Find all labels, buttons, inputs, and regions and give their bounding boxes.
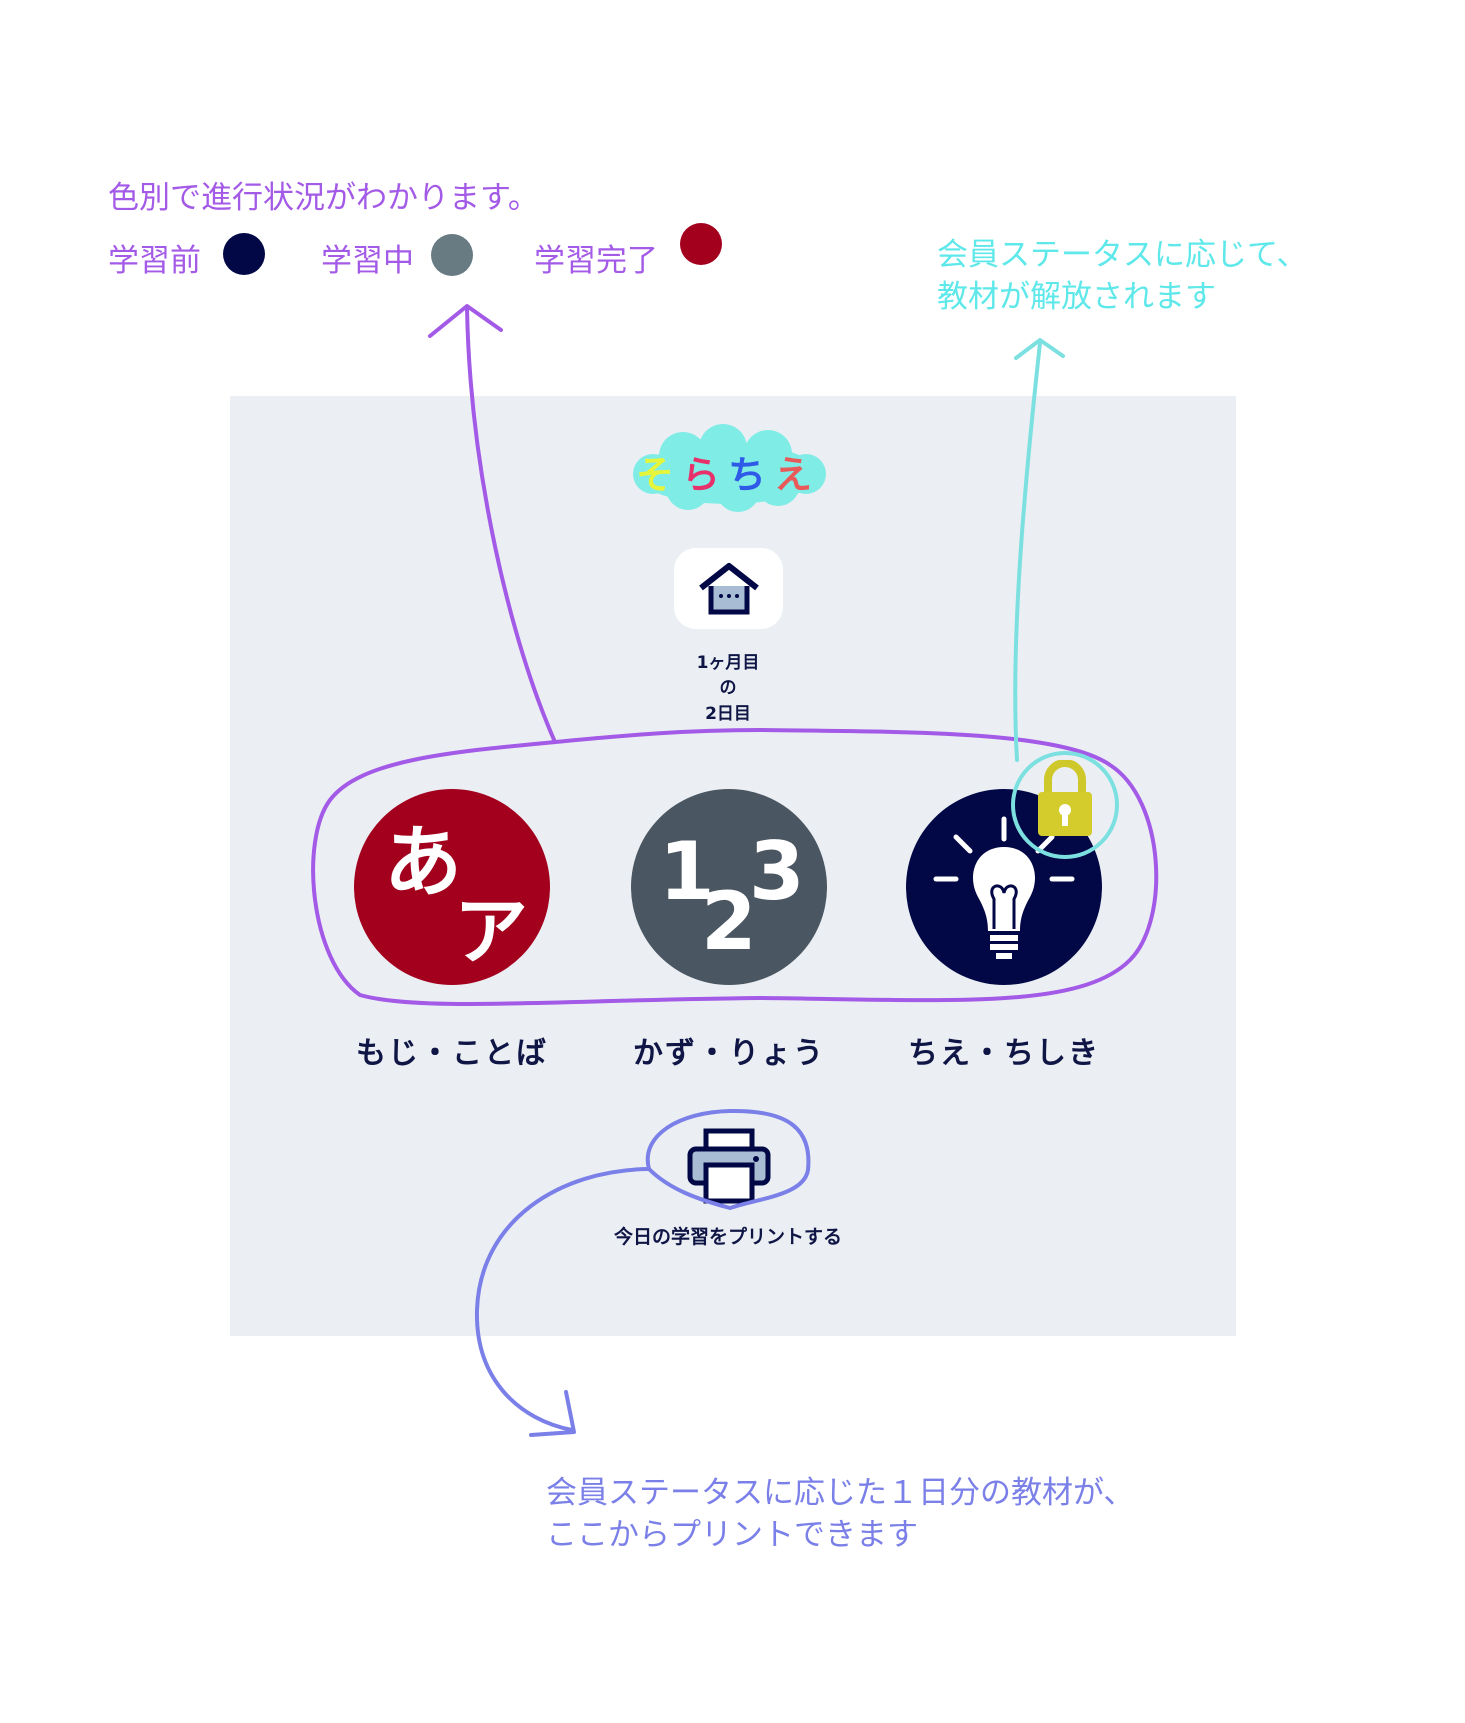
- progress-note: 色別で進行状況がわかります。: [108, 180, 539, 216]
- subject-label-moji-kotoba: もじ・ことば: [356, 1036, 548, 1071]
- membership-note: 会員ステータスに応じて、 教材が解放されます: [937, 234, 1307, 318]
- subject-label-kazu-ryou: かず・りょう: [633, 1036, 825, 1071]
- progress-arrowhead: [428, 304, 503, 338]
- svg-text:ア: ア: [454, 889, 528, 975]
- printer-icon: [687, 1128, 771, 1204]
- home-button[interactable]: [674, 548, 783, 629]
- svg-text:あ: あ: [384, 818, 462, 908]
- day-progress-of: の: [719, 678, 737, 698]
- logo-char: ら: [681, 453, 728, 497]
- membership-note-line2: 教材が解放されます: [937, 279, 1216, 315]
- legend-label-done: 学習完了: [534, 243, 658, 279]
- print-today-label: 今日の学習をプリントする: [613, 1226, 842, 1248]
- home-icon: [698, 562, 759, 614]
- logo-char: そ: [635, 453, 682, 497]
- logo-char: ち: [728, 453, 775, 497]
- membership-note-line1: 会員ステータスに応じて、: [937, 237, 1308, 273]
- logo-char: え: [774, 453, 821, 497]
- day-progress-month: 1ヶ月目: [696, 653, 760, 673]
- a-katakana-a-icon: あ ア: [384, 818, 528, 975]
- lock-icon: [1036, 759, 1094, 842]
- legend-label-before: 学習前: [108, 243, 201, 279]
- print-note-line1: 会員ステータスに応じた１日分の教材が、: [546, 1475, 1135, 1511]
- print-today-button[interactable]: [684, 1125, 774, 1205]
- print-note: 会員ステータスに応じた１日分の教材が、 ここからプリントできます: [546, 1472, 1134, 1556]
- day-progress-day: 2日目: [705, 704, 751, 724]
- legend-dot-before: [223, 233, 265, 275]
- legend-dot-inprogress: [431, 234, 473, 276]
- cloud-shape: [633, 424, 826, 512]
- numbers-123-icon: 1 2 3: [659, 825, 805, 968]
- subject-label-chie-chishiki: ちえ・ちしき: [908, 1036, 1100, 1071]
- print-note-line2: ここからプリントできます: [546, 1517, 918, 1553]
- legend-label-inprogress: 学習中: [321, 243, 414, 279]
- membership-arrowhead: [1014, 338, 1065, 360]
- print-arrowhead: [529, 1390, 576, 1437]
- sorachie-logo: そらちえ: [628, 424, 828, 516]
- subject-kazu-ryou-button[interactable]: 1 2 3: [631, 789, 827, 985]
- subject-moji-kotoba-button[interactable]: あ ア: [354, 789, 550, 985]
- legend-dot-done: [680, 223, 722, 265]
- svg-text:3: 3: [749, 825, 805, 918]
